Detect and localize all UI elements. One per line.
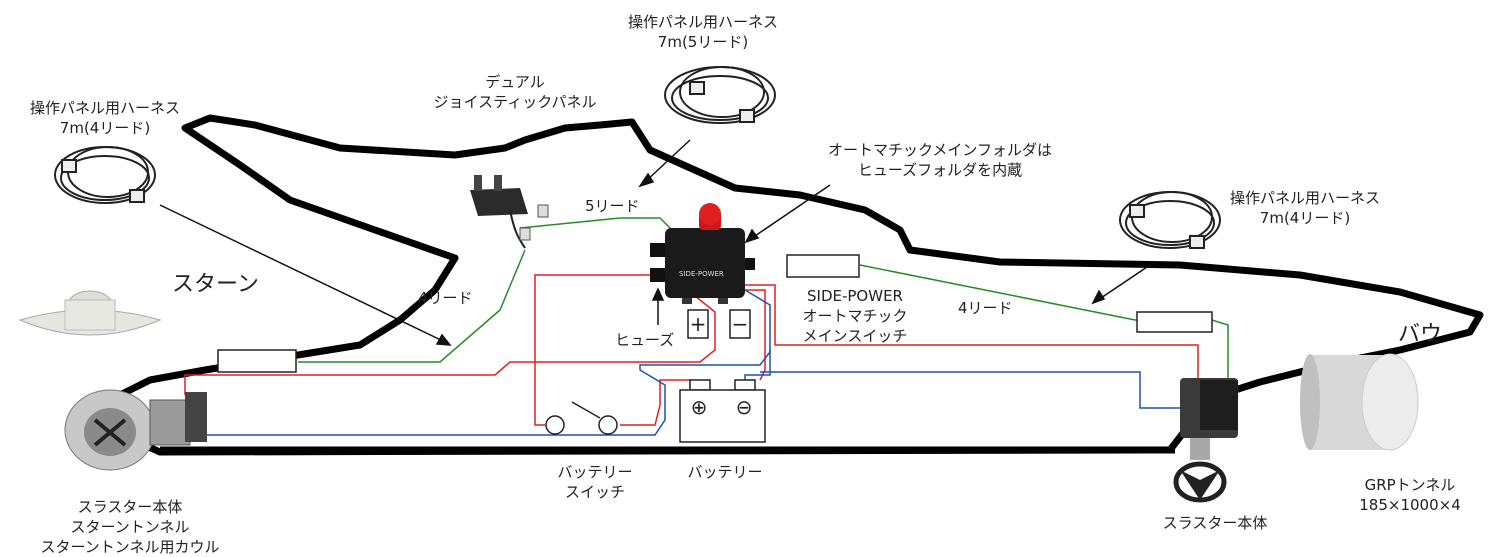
- arrow-auto-holder: [751, 184, 831, 239]
- negative-wire-stern: [185, 289, 771, 436]
- battery-switch: [545, 401, 618, 435]
- arrow-top-harness: [644, 139, 691, 183]
- label-fuse: ヒューズ: [615, 331, 675, 349]
- label-harness-left: 操作パネル用ハーネス 7m(4リード): [0, 98, 210, 138]
- label-battery-switch: バッテリー スイッチ: [535, 462, 655, 502]
- main-switch-line1: SIDE-POWER: [807, 287, 903, 305]
- harness-box-stern: [217, 349, 297, 373]
- negative-wire-bow: [760, 371, 1190, 409]
- battery-switch-line1: バッテリー: [557, 463, 633, 481]
- label-4lead-left: 4リード: [418, 289, 473, 307]
- label-grp-tunnel: GRPトンネル 185×1000×4: [1335, 475, 1485, 515]
- thruster-stern-line1: スラスター本体: [77, 498, 183, 516]
- grp-tunnel-line1: GRPトンネル: [1364, 476, 1456, 494]
- dual-joystick-line2: ジョイスティックパネル: [433, 93, 597, 111]
- label-main-switch: SIDE-POWER オートマチック メインスイッチ: [780, 286, 930, 346]
- label-thruster-bow: スラスター本体: [1162, 514, 1268, 532]
- harness-top-line2: 7m(5リード): [657, 33, 749, 51]
- battery-minus-terminal: ⊖: [735, 395, 753, 419]
- plus-fuse-box: [687, 309, 709, 339]
- label-battery: バッテリー: [687, 463, 763, 481]
- stern-thruster: [64, 389, 207, 471]
- harness-box-bow: [1136, 311, 1213, 333]
- main-switch-line2: オートマチック: [802, 307, 908, 325]
- thruster-stern-line3: スターントンネル用カウル: [40, 538, 220, 556]
- label-4lead-right: 4リード: [958, 299, 1013, 317]
- positive-wire-fuse: [534, 274, 650, 426]
- harness-coil-left: [54, 146, 156, 204]
- harness-coil-top: [664, 66, 776, 124]
- harness-box-main: [786, 254, 860, 278]
- label-stern: スターン: [172, 272, 259, 297]
- grp-tunnel: [1300, 353, 1419, 451]
- label-dual-joystick: デュアル ジョイスティックパネル: [400, 72, 630, 112]
- harness-top-line1: 操作パネル用ハーネス: [627, 13, 778, 31]
- arrow-right-harness: [1097, 264, 1151, 301]
- battery: [679, 379, 766, 443]
- main-switch-line3: メインスイッチ: [802, 327, 908, 345]
- auto-holder-line1: オートマチックメインフォルダは: [828, 141, 1052, 159]
- label-auto-holder: オートマチックメインフォルダは ヒューズフォルダを内蔵: [785, 140, 1095, 180]
- battery-switch-line2: スイッチ: [564, 483, 625, 501]
- battery-plus-terminal: ⊕: [690, 395, 708, 419]
- harness-coil-right: [1119, 191, 1221, 249]
- label-harness-top: 操作パネル用ハーネス 7m(5リード): [588, 12, 818, 52]
- positive-wire-bow: [740, 284, 1199, 395]
- switch-brand-text: SIDE-POWER: [679, 270, 724, 278]
- hull-outline: [96, 114, 1484, 456]
- label-thruster-stern: スラスター本体 スターントンネル スターントンネル用カウル: [0, 497, 260, 557]
- harness-left-line2: 7m(4リード): [59, 119, 151, 137]
- bow-thruster: [1173, 378, 1238, 503]
- stern-tunnel-cowl: [18, 290, 162, 336]
- minus-symbol: −: [731, 312, 749, 336]
- control-wire-4lead-stern: [298, 249, 526, 363]
- control-wire-5lead: [519, 217, 681, 239]
- harness-right-line1: 操作パネル用ハーネス: [1229, 189, 1380, 207]
- minus-fuse-box: [729, 309, 751, 339]
- label-5lead: 5リード: [585, 197, 640, 215]
- auto-holder-line2: ヒューズフォルダを内蔵: [857, 161, 1023, 179]
- plus-symbol: +: [689, 312, 707, 336]
- grp-tunnel-line2: 185×1000×4: [1359, 496, 1461, 514]
- dual-joystick-line1: デュアル: [485, 73, 545, 91]
- label-harness-right: 操作パネル用ハーネス 7m(4リード): [1180, 188, 1430, 228]
- label-bow: バウ: [1398, 322, 1443, 347]
- harness-right-line2: 7m(4リード): [1259, 209, 1351, 227]
- harness-left-line1: 操作パネル用ハーネス: [29, 99, 180, 117]
- dual-joystick-panel: [470, 175, 549, 249]
- arrow-left-harness: [159, 204, 446, 343]
- thruster-stern-line2: スターントンネル: [70, 518, 190, 536]
- main-switch: [650, 203, 755, 304]
